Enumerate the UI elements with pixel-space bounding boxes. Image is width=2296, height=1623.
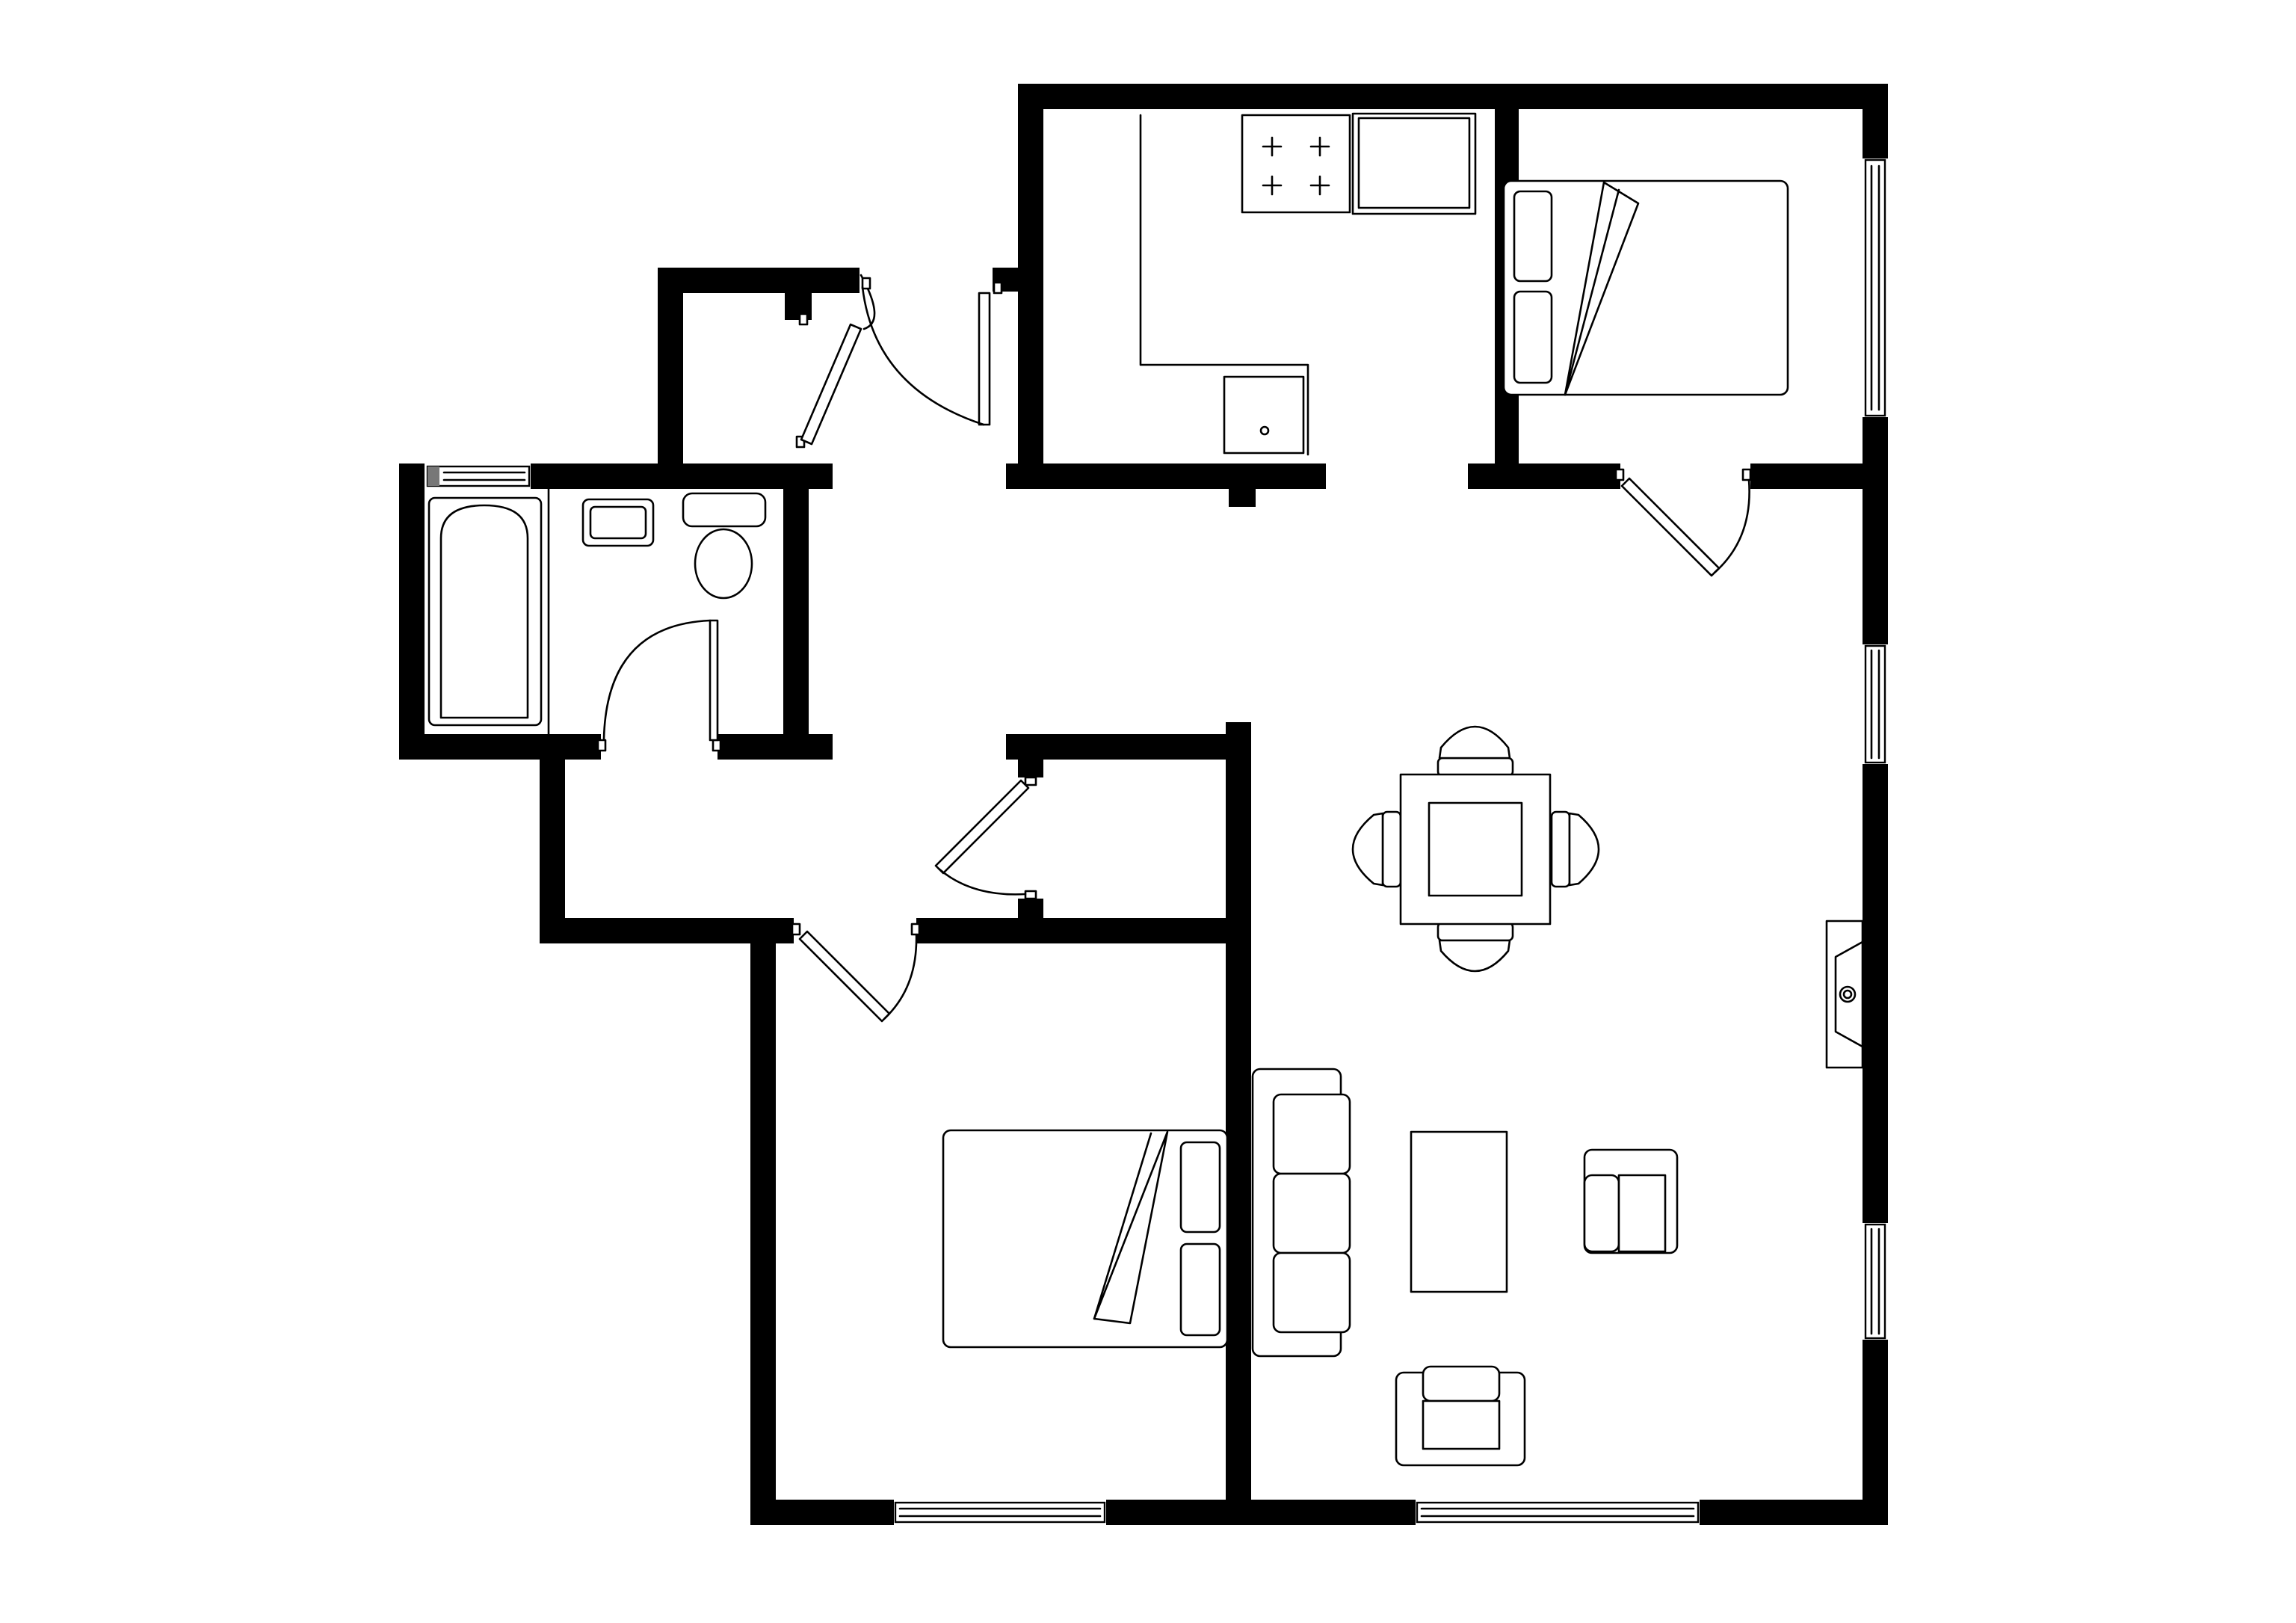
sink-icon [1223,375,1305,455]
basin-icon [581,498,655,547]
window-icon [1863,1223,1888,1340]
sofa-icon [1251,1068,1351,1358]
armchair-icon [1583,1148,1679,1254]
armchair-icon [1395,1365,1526,1467]
wall-kitchen-bottom [1006,464,1326,489]
dining-table-icon [1351,725,1600,973]
door-swing-icon [795,274,876,449]
wall-closet2-jamb-lower [1018,899,1043,921]
window-icon [894,1500,1106,1525]
wall-bedroom1-bottom-right [1750,464,1888,489]
wall-bedroom1-bottom-left [1468,464,1620,489]
wall-living-left [1226,722,1251,1525]
door-swing-icon [596,619,722,752]
wall-top [1018,84,1888,109]
bed-icon [1502,179,1789,396]
dining-chair [1436,725,1514,777]
dining-chair [1550,810,1600,888]
door-swing-icon [934,776,1037,900]
wall-hall-left [540,748,565,943]
fireplace-icon [1825,920,1864,1069]
dining-chair [1436,921,1514,973]
window-icon [1416,1500,1700,1525]
wall-kitchen-left-upper [1018,84,1043,278]
door-swing-icon [861,277,1003,426]
bathtub-icon [428,496,543,727]
wall-hall-bottom-right [916,918,1245,943]
wall-bath-right [783,464,809,760]
dining-chair [1351,810,1402,888]
window-icon [425,464,531,489]
wall-bath-left [399,464,425,760]
coffee-table-icon [1410,1130,1508,1293]
window-icon [1863,158,1888,417]
counter-outline [1139,114,1309,456]
appliance-icon [1351,112,1477,215]
wall-bath-bottom-right [718,734,833,760]
kitchen [1139,112,1477,456]
wall-kitchen-pillar [1229,486,1256,507]
wall-closet2-top [1006,734,1245,760]
wall-closet-left [658,268,683,489]
wall-closet-top [658,268,860,293]
windows [425,158,1888,1525]
door-swing-icon [1614,468,1752,577]
bed-icon [942,1129,1229,1349]
window-icon [1863,644,1888,764]
wall-bath-bottom-left [399,734,601,760]
bathroom [428,487,767,736]
wall-kitchen-left-lower [1018,290,1043,481]
doors [596,274,1752,1023]
toilet-icon [682,492,767,600]
wall-bedroom2-left [750,918,776,1525]
door-swing-icon [791,923,921,1023]
hob-icon [1241,114,1351,214]
wall-closet2-jamb [1018,757,1043,777]
